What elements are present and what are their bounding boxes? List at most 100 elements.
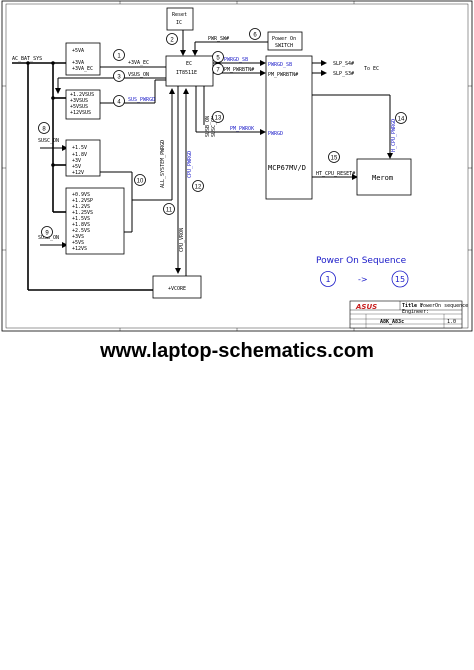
- regulator-susc-block: [65, 139, 101, 177]
- svg-text:+1.2VSUS: +1.2VSUS: [70, 92, 94, 98]
- svg-text:+12V: +12V: [72, 170, 84, 176]
- sequence-title: Power On Sequence: [316, 256, 407, 266]
- svg-text:13: 13: [215, 116, 222, 122]
- svg-text:+1.8VS: +1.8VS: [72, 222, 90, 228]
- step-12: 12: [192, 180, 204, 192]
- net-cpu-vron: CPU_VRON: [179, 228, 185, 252]
- step-6: 6: [249, 28, 261, 40]
- watermark-url: www.laptop-schematics.com: [100, 340, 374, 362]
- svg-text:+1.2VS: +1.2VS: [72, 204, 90, 210]
- net-slp-s4: SLP_S4#: [333, 61, 354, 67]
- step-9: 9: [41, 226, 53, 238]
- svg-text:15: 15: [331, 156, 338, 162]
- step-3: 3: [113, 70, 125, 82]
- net-pwrgd-sb: PWRGD_SB: [224, 57, 248, 63]
- svg-text:+5V: +5V: [72, 164, 81, 170]
- step-8: 8: [38, 122, 50, 134]
- svg-text:6: 6: [253, 33, 257, 39]
- net-slp-s3: SLP_S3#: [333, 71, 354, 77]
- step-11: 11: [163, 203, 175, 215]
- svg-text:11: 11: [166, 208, 173, 214]
- net-pm-pwrok: PM_PWROK: [230, 126, 254, 132]
- svg-text:+5VA: +5VA: [72, 48, 84, 54]
- sequence-start: 1: [320, 271, 336, 287]
- net-pwr-sw: PWR_SW#: [208, 36, 229, 42]
- step-1: 1: [113, 49, 125, 61]
- svg-text:+3VSUS: +3VSUS: [70, 98, 88, 104]
- step-14: 14: [395, 112, 407, 124]
- asus-logo: ASUS: [355, 303, 377, 311]
- svg-text:Power On: Power On: [272, 36, 296, 42]
- svg-text:Reset: Reset: [172, 12, 187, 18]
- svg-text:+3V: +3V: [72, 158, 81, 164]
- step-10: 10: [134, 174, 146, 186]
- net-ac-bat-sys: AC_BAT_SYS: [12, 56, 42, 62]
- regulator-susb-block: [65, 187, 125, 255]
- step-15: 15: [328, 151, 340, 163]
- sequence-end: 15: [391, 270, 409, 288]
- svg-text:Merom: Merom: [372, 174, 393, 182]
- net-pm-pwrbtn-mcp: PM_PWRBTN#: [268, 72, 298, 78]
- svg-text:+1.25VS: +1.25VS: [72, 210, 93, 216]
- svg-text:+3VS: +3VS: [72, 234, 84, 240]
- net-pwrgd-sb-mcp: PWRGD_SB: [268, 62, 292, 68]
- svg-text:9: 9: [45, 231, 49, 237]
- reset-ic-block: [166, 7, 194, 31]
- sequence-arrow: ->: [358, 275, 368, 284]
- svg-text:+3VA: +3VA: [72, 60, 84, 66]
- step-13: 13: [212, 111, 224, 123]
- net-pm-pwrbtn: PM_PWRBTN#: [224, 67, 254, 73]
- svg-text:1.0: 1.0: [447, 319, 456, 325]
- mcp-block: [265, 55, 313, 200]
- svg-text:1: 1: [325, 275, 330, 284]
- svg-text:14: 14: [398, 117, 405, 123]
- merom-block: [356, 158, 412, 196]
- net-cpu-pwrgd: CPU_PWRGD: [187, 151, 193, 178]
- net-sus-pwrgd: SUS_PWRGD: [128, 97, 155, 103]
- svg-text:PowerOn sequence: PowerOn sequence: [420, 303, 468, 309]
- svg-text:3: 3: [117, 75, 121, 81]
- svg-text:4: 4: [117, 100, 121, 106]
- step-4: 4: [113, 95, 125, 107]
- svg-text:+VCORE: +VCORE: [168, 286, 186, 292]
- svg-text:10: 10: [137, 179, 144, 185]
- svg-text:8: 8: [42, 127, 46, 133]
- svg-text:SWITCH: SWITCH: [275, 43, 293, 49]
- net-h-cpu-pwrgd: H_CPU_PWRGD: [391, 119, 397, 152]
- svg-text:+1.2VSP: +1.2VSP: [72, 198, 93, 204]
- svg-text:A8K_A83c: A8K_A83c: [380, 319, 404, 325]
- svg-text:+5VS: +5VS: [72, 240, 84, 246]
- svg-text:EC: EC: [186, 61, 192, 67]
- net-susc-on-ec: SUSC_ON: [211, 116, 217, 137]
- net-3va-ec: +3VA_EC: [128, 60, 149, 66]
- svg-text:5: 5: [216, 56, 220, 62]
- step-7: 7: [212, 63, 224, 75]
- svg-text:MCP67MV/D: MCP67MV/D: [268, 164, 306, 172]
- svg-text:+5VSUS: +5VSUS: [70, 104, 88, 110]
- svg-text:+3VA_EC: +3VA_EC: [72, 66, 93, 72]
- net-pwrgd-mcp: PWRGD: [268, 131, 283, 137]
- svg-text:+1.5V: +1.5V: [72, 145, 87, 151]
- svg-text:1: 1: [117, 54, 121, 60]
- svg-text:2: 2: [170, 38, 174, 44]
- net-vsus-on: VSUS_ON: [128, 72, 149, 78]
- net-all-system-pwrgd: ALL_SYSTEM_PWRGD: [160, 140, 166, 188]
- svg-text:+0.9VS: +0.9VS: [72, 192, 90, 198]
- svg-text:+1.8V: +1.8V: [72, 152, 87, 158]
- vcore-block: [152, 275, 202, 299]
- net-susb-on-ec: SUSB_ON: [205, 116, 211, 137]
- svg-text:IC: IC: [176, 20, 182, 26]
- net-susc-on: SUSC_ON: [38, 138, 59, 144]
- svg-text:15: 15: [395, 275, 405, 284]
- net-susb-on: SUSB_ON: [38, 235, 59, 241]
- step-5: 5: [212, 51, 224, 63]
- svg-text:+12VS: +12VS: [72, 246, 87, 252]
- svg-text:7: 7: [216, 68, 220, 74]
- svg-text:Engineer:: Engineer:: [402, 309, 429, 315]
- regulator-sus-block: [65, 89, 101, 120]
- schematic-diagram: Reset IC Power On SWITCH EC IT8511E MCP6…: [1, 0, 473, 332]
- svg-text:IT8511E: IT8511E: [176, 70, 197, 76]
- svg-text:+1.5VS: +1.5VS: [72, 216, 90, 222]
- net-to-ec: To EC: [364, 66, 379, 72]
- power-on-switch-block: [267, 31, 303, 51]
